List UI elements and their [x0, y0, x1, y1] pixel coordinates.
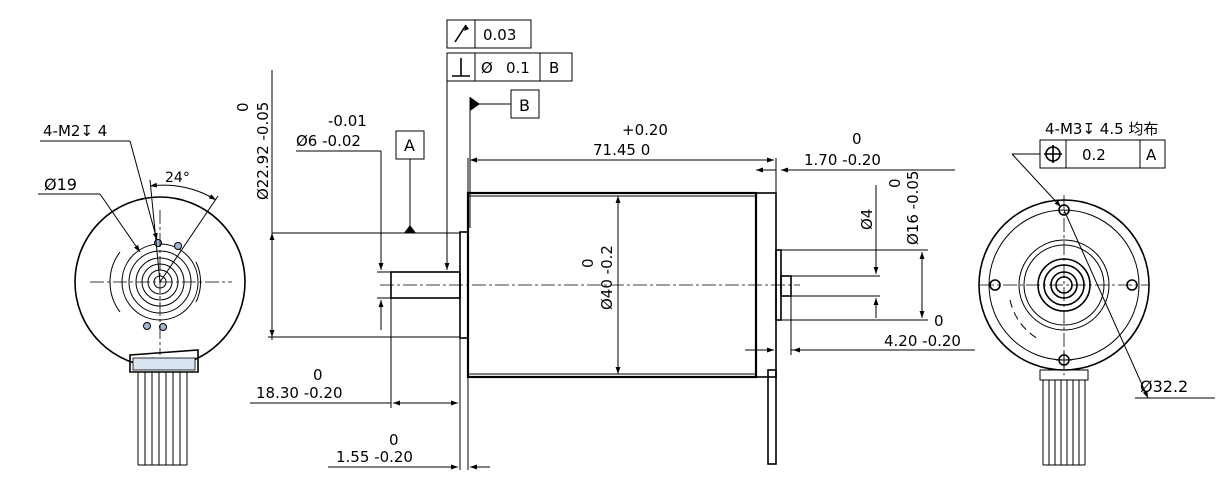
shoulder-1-70-lower: 1.70 -0.20: [804, 151, 881, 169]
length-71-upper: +0.20: [622, 121, 668, 139]
fcf-row2-dia: Ø: [481, 59, 493, 77]
fcf-row2-value: 0.1: [506, 59, 530, 77]
fcf-datum: A: [1146, 146, 1157, 164]
datum-b-label: B: [519, 96, 530, 115]
fcf-value: 0.2: [1082, 146, 1106, 164]
dia-22-lower: Ø22.92 -0.05: [254, 102, 272, 200]
front-18-30-upper: 0: [313, 366, 323, 384]
side-view: A 0.03 Ø 0.1 B B -0.01 Ø6 -0.02: [234, 19, 975, 470]
dia-4: Ø4: [858, 209, 876, 230]
dia-16-lower: Ø16 -0.05: [904, 171, 922, 245]
fcf-row2-datum: B: [549, 59, 559, 77]
rear-4-20-upper: 0: [934, 312, 944, 330]
flange-1-55-lower: 1.55 -0.20: [336, 448, 413, 466]
rear-4-20-lower: 4.20 -0.20: [884, 332, 961, 350]
left-view-connector: [129, 349, 199, 466]
dia-16-upper: 0: [886, 178, 904, 188]
mount-tab: [767, 369, 777, 465]
left-hole-callout: 4-M2↧ 4: [43, 122, 107, 140]
right-diameter-callout: Ø32.2: [1140, 377, 1188, 396]
shaft-tol-lower: Ø6 -0.02: [296, 132, 361, 150]
flange-1-55-upper: 0: [389, 431, 399, 449]
left-angle-callout: 24°: [165, 170, 190, 186]
front-18-30-lower: 18.30 -0.20: [256, 384, 343, 402]
dia-22-upper: 0: [234, 102, 252, 112]
right-view-connector: [1039, 369, 1089, 466]
shoulder-1-70-upper: 0: [852, 130, 862, 148]
fcf-stack: 0.03 Ø 0.1 B: [444, 19, 573, 270]
dia-40-lower: Ø40 -0.2: [598, 245, 616, 310]
datum-a-label: A: [404, 136, 415, 155]
right-view: 4-M3↧ 4.5 均布 0.2 A Ø32.2: [978, 120, 1215, 466]
position-fcf: 0.2 A: [1039, 139, 1166, 169]
right-hole-callout: 4-M3↧ 4.5 均布: [1045, 120, 1158, 138]
left-diameter-callout: Ø19: [44, 175, 77, 194]
shaft-tol-upper: -0.01: [328, 112, 367, 130]
dia-40-upper: 0: [579, 258, 597, 268]
left-view: 4-M2↧ 4 Ø19 24°: [38, 122, 246, 466]
length-71-lower: 71.45 0: [593, 141, 650, 159]
fcf-row1-value: 0.03: [483, 26, 516, 44]
